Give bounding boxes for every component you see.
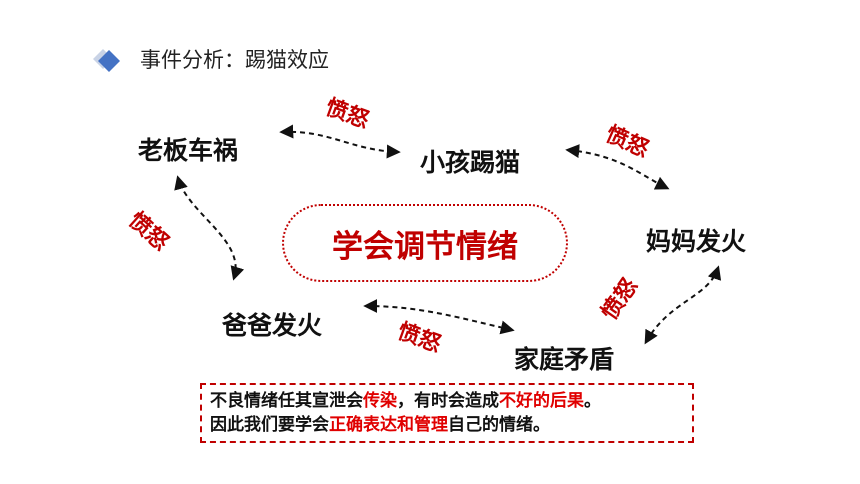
note-highlight: 传染	[363, 391, 397, 411]
node-boss-accident: 老板车祸	[138, 136, 239, 165]
node-family-conflict: 家庭矛盾	[514, 345, 615, 374]
arrow-family-dad	[363, 299, 515, 335]
arrow-child-mom	[565, 144, 670, 190]
center-label: 学会调节情绪	[332, 228, 518, 265]
node-mom-angry: 妈妈发火	[646, 227, 747, 256]
note-text: ，有时会造成	[397, 391, 499, 411]
node-child-kicks-cat: 小孩踢猫	[420, 148, 521, 177]
note-text: 。	[584, 391, 601, 411]
note-text: 因此我们要学会	[210, 415, 329, 435]
note-box: 不良情绪任其宣泄会传染，有时会造成不好的后果。 因此我们要学会正确表达和管理自己…	[200, 383, 694, 443]
note-highlight: 不好的后果	[499, 391, 584, 411]
note-text: 不良情绪任其宣泄会	[210, 391, 363, 411]
diamond-icon	[93, 49, 120, 72]
note-line-1: 不良情绪任其宣泄会传染，有时会造成不好的后果。	[210, 389, 684, 413]
note-line-2: 因此我们要学会正确表达和管理自己的情绪。	[210, 413, 684, 437]
arrow-mom-family	[644, 265, 722, 345]
arrow-dad-boss	[174, 175, 245, 281]
node-dad-angry: 爸爸发火	[222, 311, 323, 340]
center-label-box: 学会调节情绪	[282, 204, 568, 282]
arrow-boss-child	[279, 124, 401, 159]
note-highlight: 正确表达和管理	[329, 415, 448, 435]
note-text: 自己的情绪。	[448, 415, 550, 435]
page-title: 事件分析：踢猫效应	[140, 48, 329, 72]
